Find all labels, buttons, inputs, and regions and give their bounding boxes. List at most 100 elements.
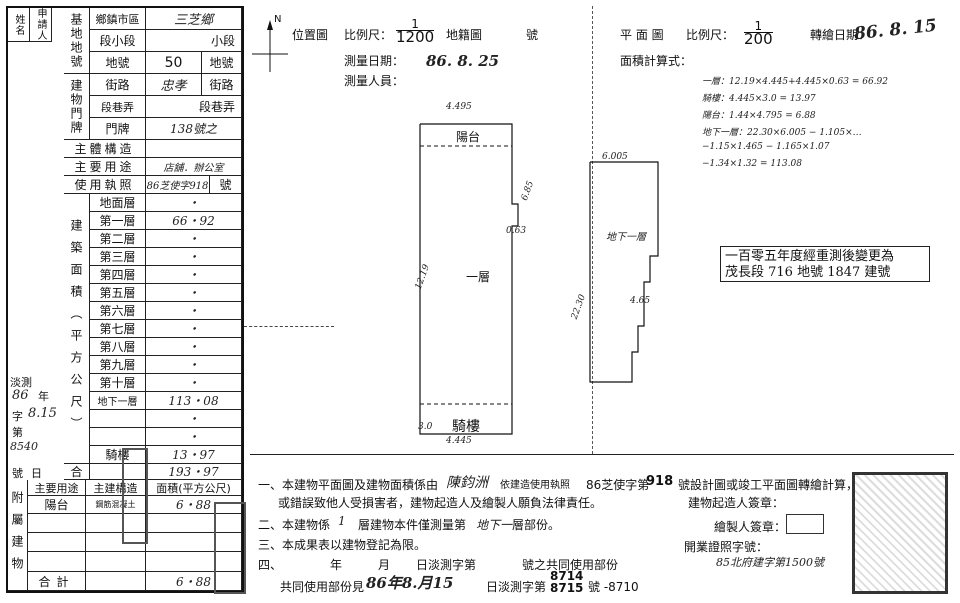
note3: 三、本成果表以建物登記為限。 [258, 538, 427, 552]
floor-name: 第九層 [90, 356, 146, 374]
permit-label: 使用執照 [64, 176, 146, 194]
street-label: 街路 [90, 74, 146, 96]
divider-dashed [592, 6, 594, 454]
note5-date: 86年8.月15 [366, 574, 454, 592]
lot-suffix: 地號 [202, 52, 242, 74]
note2-num: 1 [338, 514, 346, 528]
floor-area: ・ [146, 410, 242, 428]
license-label: 開業證照字號： [684, 540, 769, 554]
floor1-plan [419, 123, 519, 435]
survey-num: 8.15 [28, 406, 57, 421]
dim-arcade: 3.0 [418, 422, 433, 432]
floor-name: 第五層 [90, 284, 146, 302]
note1-c: 號設計圖或竣工平面圖轉繪計算，如有遺漏 [678, 478, 907, 492]
plan-label: 平 面 圖 [620, 28, 664, 42]
remark-line2: 茂長段 716 地號 1847 建號 [725, 265, 891, 280]
attached-area-header: 面積(平方公尺) [146, 480, 242, 496]
main-use-label: 主要用途 [64, 158, 146, 176]
note5-num2: 8715 [550, 581, 584, 595]
main-structure-label: 主體構造 [64, 140, 146, 158]
note4-d: 號之共同使用部份 [522, 558, 619, 572]
note4-month: 月 [378, 558, 391, 572]
survey-num-label: 第 [12, 426, 23, 439]
door-group-label: 建物門牌 [64, 74, 90, 140]
township-value: 三芝鄉 [146, 8, 242, 30]
remark-line1: 一百零五年度經重測後變更為 [725, 249, 895, 264]
remark-box: 一百零五年度經重測後變更為 茂長段 716 地號 1847 建號 [720, 246, 930, 282]
pointer-line [244, 326, 334, 328]
note1-a: 一、本建物平面圖及建物面積係由 [258, 478, 439, 492]
lane-label: 段巷弄 [90, 96, 146, 118]
scale2-num: 1 [744, 20, 773, 33]
floor-name: 第二層 [90, 230, 146, 248]
north-label: N [274, 14, 282, 25]
number-label: 門牌 [90, 118, 146, 140]
permit-value: 86芝使字918 [146, 176, 210, 194]
floor-area: ・ [146, 356, 242, 374]
survey-year-prefix: 淡測 [10, 376, 32, 389]
note4-a: 四、 [258, 558, 283, 572]
calc-line: 陽台：1.44×4.795 = 6.88 [702, 111, 816, 121]
note2-a: 二、本建物係 [258, 518, 331, 532]
scale2-fraction: 1 200 [744, 20, 773, 48]
note1-b: 依建造使用執照 [500, 480, 570, 491]
b1-plan [589, 161, 659, 383]
transfer-date: 86. 8. 15 [853, 15, 938, 45]
scale2-label: 比例尺： [686, 28, 735, 42]
dim-top: 4.495 [446, 102, 472, 112]
number-value: 138號之 [146, 118, 242, 140]
floor-area: 113・08 [146, 392, 242, 410]
scale1-num: 1 [396, 18, 435, 31]
township-label: 鄉鎮市區 [90, 8, 146, 30]
section-value: 小段 [146, 30, 242, 52]
survey-year: 86 [12, 388, 29, 403]
floor-area: ・ [146, 266, 242, 284]
floor-name: 第四層 [90, 266, 146, 284]
floor-name: 第一層 [90, 212, 146, 230]
note1-name: 陳鈞洲 [446, 475, 488, 491]
registration-table: 姓名 申請人 基地地號 鄉鎮市區 三芝鄉 段小段 小段 地號 50 地號 建物門… [6, 6, 246, 594]
drawer-signature-stamp [786, 514, 824, 534]
floor-name: 地下一層 [90, 392, 146, 410]
floor-name [90, 410, 146, 428]
sheet-suffix: 號 [526, 28, 539, 42]
street-suffix: 街路 [202, 74, 242, 96]
dim-b1-mid: 4.65 [630, 296, 651, 306]
builder-signature-label: 建物起造人簽章： [688, 496, 785, 510]
floor1-label: 一層 [466, 270, 491, 284]
note2-c: 地下一 [476, 518, 513, 532]
divider-notes [250, 454, 954, 455]
floor-area: ・ [146, 194, 242, 212]
calc-line: −1.34×1.32 = 113.08 [702, 159, 802, 169]
floor-area: ・ [146, 248, 242, 266]
attached-row-struct: 鋼筋混凝土 [86, 496, 146, 514]
scale1-label: 比例尺： [344, 28, 393, 42]
attached-row-use: 陽台 [28, 496, 86, 514]
floor-name: 第三層 [90, 248, 146, 266]
site-group-label: 基地地號 [64, 8, 90, 74]
survey-page: 8540 [10, 440, 38, 453]
main-structure-value [146, 140, 242, 158]
location-label: 位置圖 [292, 28, 329, 42]
attached-struct-header: 主建構造 [86, 480, 146, 496]
survey-date-label: 測量日期： [344, 54, 405, 68]
floor-name: 第八層 [90, 338, 146, 356]
balcony-label: 陽台 [456, 130, 481, 144]
note1-d: 或錯誤致他人受損害者，建物起造人及繪製人願負法律責任。 [278, 496, 603, 510]
scale2-den: 200 [744, 30, 773, 48]
permit-suffix: 號 [210, 176, 242, 194]
arcade-label: 騎樓 [452, 419, 480, 435]
calc-line: 騎樓：4.445×3.0 = 13.97 [702, 94, 816, 104]
floor-name: 第七層 [90, 320, 146, 338]
floor-name: 第十層 [90, 374, 146, 392]
floor-name: 地面層 [90, 194, 146, 212]
survey-date: 86. 8. 25 [426, 52, 500, 70]
note2-d: 層部份。 [512, 518, 561, 532]
calc-line: 一層：12.19×4.445+4.445×0.63 = 66.92 [702, 77, 888, 87]
floor-area: ・ [146, 284, 242, 302]
lane-value: 段巷弄 [146, 96, 242, 118]
floor-area: ・ [146, 428, 242, 446]
floor-area: 13・97 [146, 446, 242, 464]
applicant-label: 姓名 [8, 8, 30, 42]
cadastral-label: 地籍圖 [446, 28, 483, 42]
